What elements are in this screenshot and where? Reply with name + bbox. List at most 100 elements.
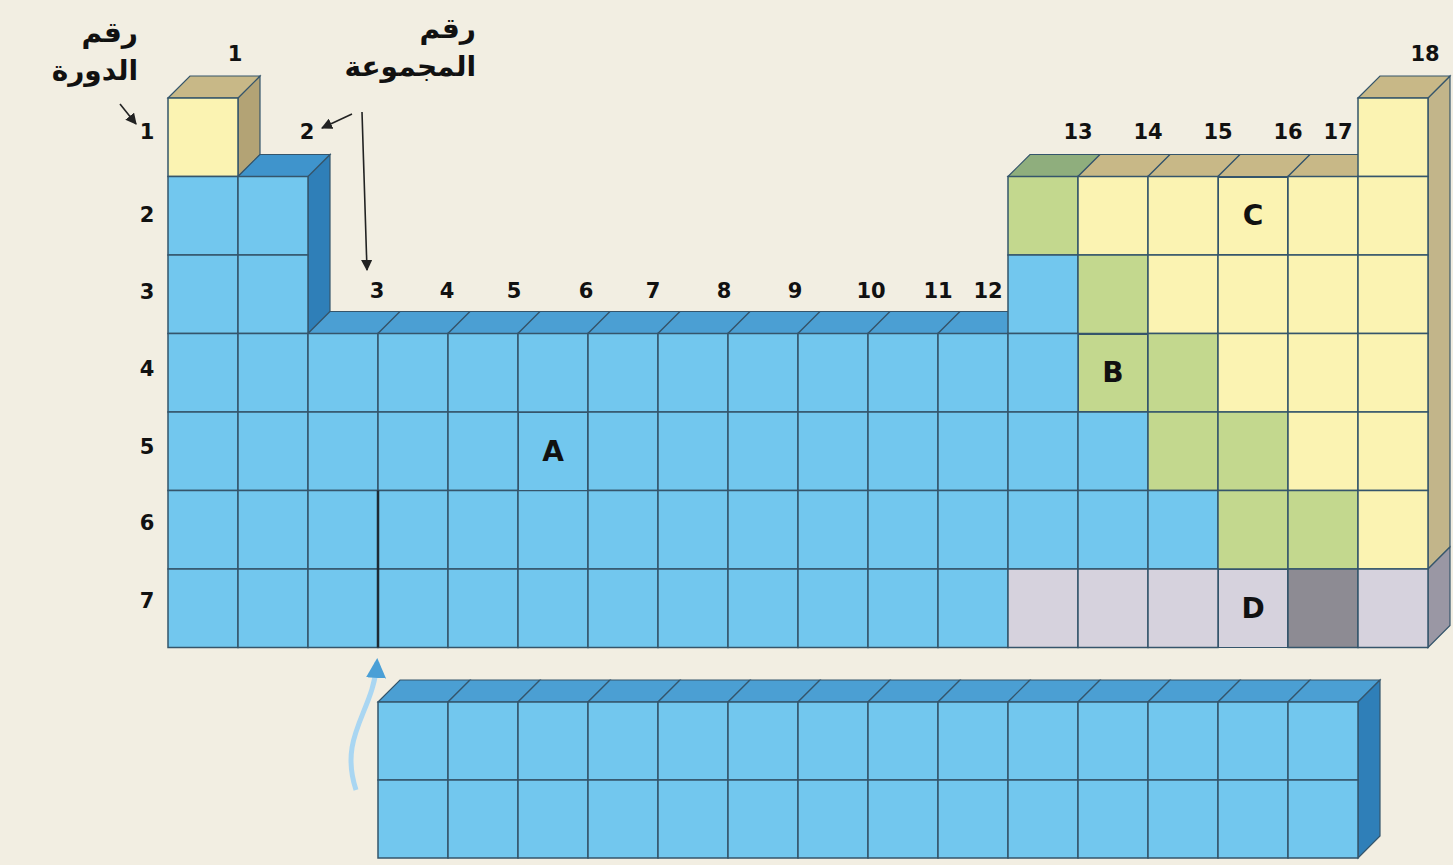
group-number: 2 xyxy=(300,121,315,144)
element-cell xyxy=(1148,334,1218,413)
element-cell xyxy=(938,491,1008,570)
axis-title: رقم الدورة xyxy=(52,14,138,90)
period-number: 7 xyxy=(140,590,155,613)
element-cell xyxy=(1078,491,1148,570)
element-cell xyxy=(238,569,308,648)
element-cell xyxy=(1148,702,1218,780)
period-number: 2 xyxy=(140,204,155,227)
group-number: 15 xyxy=(1203,121,1232,144)
element-cell xyxy=(308,412,378,491)
axis-title: رقم المجموعة xyxy=(345,10,477,86)
period-number: 1 xyxy=(140,121,155,144)
group-number: 1 xyxy=(228,43,243,66)
element-cell xyxy=(238,412,308,491)
element-cell xyxy=(868,569,938,648)
element-cell xyxy=(1008,780,1078,858)
element-cell xyxy=(658,569,728,648)
element-cell xyxy=(1078,702,1148,780)
group-number: 6 xyxy=(579,280,594,303)
element-cell xyxy=(938,334,1008,413)
element-cell xyxy=(938,780,1008,858)
element-cell xyxy=(1148,780,1218,858)
element-cell xyxy=(308,491,378,570)
element-cell xyxy=(1288,255,1358,334)
element-cell xyxy=(378,334,448,413)
group-number: 10 xyxy=(856,280,885,303)
element-cell xyxy=(1008,412,1078,491)
cell-faces xyxy=(168,76,1450,858)
element-cell xyxy=(728,412,798,491)
element-cell xyxy=(308,569,378,648)
group-number: 13 xyxy=(1063,121,1092,144)
element-cell xyxy=(448,334,518,413)
element-cell xyxy=(448,780,518,858)
element-cell xyxy=(448,491,518,570)
element-cell xyxy=(868,412,938,491)
element-cell xyxy=(1358,177,1428,256)
element-cell xyxy=(518,702,588,780)
group-number: 12 xyxy=(973,280,1002,303)
element-cell xyxy=(238,255,308,334)
element-cell xyxy=(868,780,938,858)
element-cell xyxy=(938,702,1008,780)
element-cell xyxy=(518,569,588,648)
element-cell: A xyxy=(518,412,588,491)
element-cell xyxy=(1078,780,1148,858)
element-cell xyxy=(1008,334,1078,413)
element-cell xyxy=(1288,702,1358,780)
element-cell xyxy=(1008,702,1078,780)
element-cell xyxy=(378,491,448,570)
element-cell xyxy=(1218,491,1288,570)
element-cell xyxy=(588,334,658,413)
element-cell xyxy=(1078,569,1148,648)
element-cell xyxy=(378,780,448,858)
element-cell xyxy=(378,702,448,780)
element-cell xyxy=(1288,569,1358,648)
element-cell xyxy=(168,98,238,177)
leader-arrow xyxy=(362,112,367,270)
element-letter: B xyxy=(1102,356,1123,389)
element-cell xyxy=(868,702,938,780)
element-cell xyxy=(518,334,588,413)
group-number: 11 xyxy=(923,280,952,303)
element-cell xyxy=(238,491,308,570)
element-cell xyxy=(1008,491,1078,570)
element-cell xyxy=(588,569,658,648)
element-cell xyxy=(1218,702,1288,780)
element-cell xyxy=(1078,412,1148,491)
element-cell xyxy=(728,780,798,858)
element-cell xyxy=(378,569,448,648)
element-cell xyxy=(1148,177,1218,256)
group-number: 17 xyxy=(1323,121,1352,144)
element-cell xyxy=(658,702,728,780)
element-cell xyxy=(938,569,1008,648)
element-cell xyxy=(728,702,798,780)
cell-face xyxy=(1358,76,1450,98)
cell-face xyxy=(238,155,330,177)
element-cell xyxy=(1078,177,1148,256)
element-cell xyxy=(798,334,868,413)
element-cell xyxy=(1008,177,1078,256)
element-cell xyxy=(1148,491,1218,570)
element-cell xyxy=(168,412,238,491)
element-cell xyxy=(1218,780,1288,858)
element-cell xyxy=(1218,255,1288,334)
element-cell xyxy=(378,412,448,491)
element-cell xyxy=(1008,569,1078,648)
period-number: 6 xyxy=(140,512,155,535)
element-cell xyxy=(658,491,728,570)
element-cell xyxy=(1218,412,1288,491)
element-cell xyxy=(588,412,658,491)
group-number: 16 xyxy=(1273,121,1302,144)
element-cell xyxy=(798,702,868,780)
element-cell: B xyxy=(1078,334,1148,413)
element-cell xyxy=(1358,334,1428,413)
element-cell xyxy=(1288,334,1358,413)
element-cell xyxy=(798,412,868,491)
element-cell xyxy=(1358,255,1428,334)
element-cell xyxy=(658,412,728,491)
cell-face xyxy=(1428,76,1450,569)
period-number: 5 xyxy=(140,436,155,459)
element-cell xyxy=(658,780,728,858)
element-cell xyxy=(868,334,938,413)
